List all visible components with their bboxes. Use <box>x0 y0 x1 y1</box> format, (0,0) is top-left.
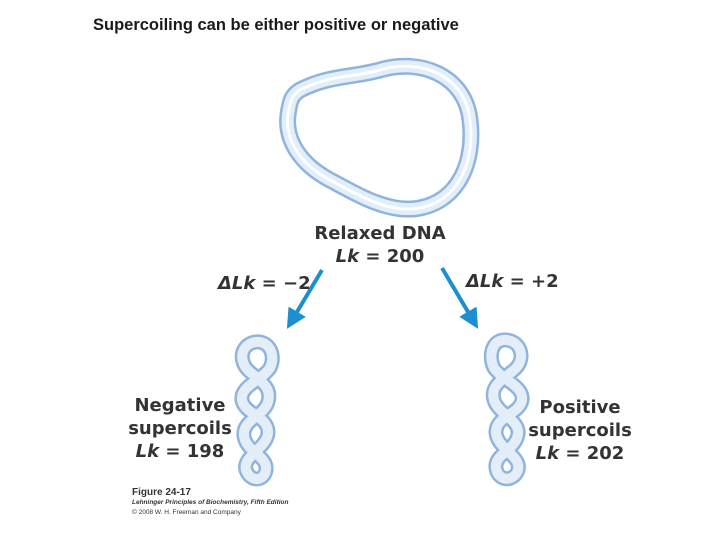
delta-neg-value: = −2 <box>261 273 311 294</box>
negative-line1: Negative <box>134 395 226 416</box>
slide-title: Supercoiling can be either positive or n… <box>93 16 459 34</box>
positive-lk-value: = 202 <box>565 443 625 464</box>
delta-neg-symbol: ΔLk <box>218 273 256 294</box>
relaxed-dna-label: Relaxed DNA Lk = 200 <box>300 222 460 268</box>
positive-supercoil-icon <box>483 332 530 487</box>
positive-lk-symbol: Lk <box>535 443 560 464</box>
figure-caption: Figure 24-17 Lehninger Principles of Bio… <box>132 488 289 518</box>
positive-lk: Lk = 202 <box>520 442 640 465</box>
positive-supercoils-label: Positive supercoils Lk = 202 <box>520 396 640 465</box>
relaxed-dna-loop-icon <box>279 57 480 218</box>
copyright-line: © 2008 W. H. Freeman and Company <box>132 509 241 516</box>
positive-line2: supercoils <box>528 420 632 441</box>
relaxed-dna-name: Relaxed DNA <box>314 223 446 244</box>
delta-pos-symbol: ΔLk <box>466 271 504 292</box>
relaxed-lk-symbol: Lk <box>335 246 360 267</box>
relaxed-lk-value: = 200 <box>365 246 425 267</box>
delta-lk-negative: ΔLk = −2 <box>218 273 311 294</box>
delta-pos-value: = +2 <box>509 271 559 292</box>
negative-supercoil-icon <box>234 334 280 487</box>
relaxed-lk: Lk = 200 <box>300 245 460 268</box>
book-title: Lehninger Principles of Biochemistry, Fi… <box>132 499 289 506</box>
negative-line2: supercoils <box>128 418 232 439</box>
arrow-down-left-icon <box>286 268 324 329</box>
positive-line1: Positive <box>539 397 621 418</box>
negative-supercoils-label: Negative supercoils Lk = 198 <box>120 394 240 463</box>
negative-lk-symbol: Lk <box>135 441 160 462</box>
arrow-down-right-icon <box>440 266 479 329</box>
negative-lk: Lk = 198 <box>120 440 240 463</box>
figure-number: Figure 24-17 <box>132 487 191 498</box>
negative-lk-value: = 198 <box>165 441 225 462</box>
delta-lk-positive: ΔLk = +2 <box>466 271 559 292</box>
